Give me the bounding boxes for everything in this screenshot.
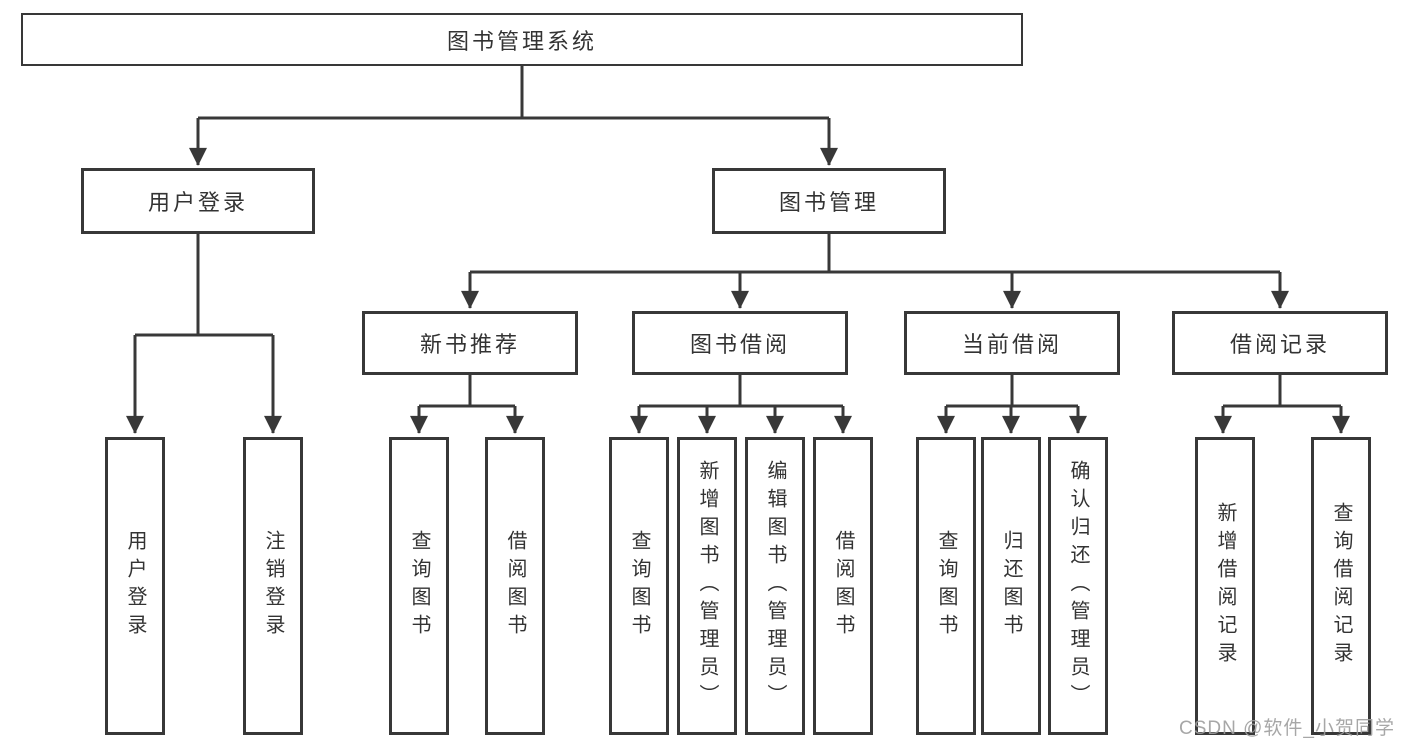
node-label: 图书借阅 xyxy=(689,332,790,357)
node-new-book-recommend: 新书推荐 xyxy=(362,311,578,375)
node-book-borrow: 图书借阅 xyxy=(632,311,848,375)
leaf-label: 新增借阅记录 xyxy=(1214,502,1236,670)
leaf-logout: 注销登录 xyxy=(243,437,303,735)
leaf-label: 借阅图书 xyxy=(832,530,854,642)
leaf-label: 注销登录 xyxy=(262,530,284,642)
node-label: 图书管理 xyxy=(778,190,879,215)
node-label: 图书管理系统 xyxy=(446,28,597,54)
leaf-current-confirm-return-admin: 确认归还（管理员） xyxy=(1048,437,1108,735)
leaf-records-query-record: 查询借阅记录 xyxy=(1311,437,1371,735)
node-label: 借阅记录 xyxy=(1229,332,1330,357)
leaf-label: 新增图书（管理员） xyxy=(696,460,718,712)
node-borrow-records: 借阅记录 xyxy=(1172,311,1388,375)
leaf-label: 确认归还（管理员） xyxy=(1067,460,1089,712)
leaf-user-login: 用户登录 xyxy=(105,437,165,735)
leaf-label: 查询图书 xyxy=(408,530,430,642)
node-current-borrow: 当前借阅 xyxy=(904,311,1120,375)
leaf-label: 编辑图书（管理员） xyxy=(764,460,786,712)
leaf-borrow-borrow-books: 借阅图书 xyxy=(813,437,873,735)
node-book-management: 图书管理 xyxy=(712,168,946,234)
csdn-watermark: CSDN @软件_小贺同学 xyxy=(1179,718,1395,739)
leaf-borrow-edit-book-admin: 编辑图书（管理员） xyxy=(745,437,805,735)
leaf-label: 归还图书 xyxy=(1000,530,1022,642)
leaf-borrow-add-book-admin: 新增图书（管理员） xyxy=(677,437,737,735)
leaf-label: 查询图书 xyxy=(935,530,957,642)
leaf-newbook-borrow-books: 借阅图书 xyxy=(485,437,545,735)
node-label: 当前借阅 xyxy=(961,332,1062,357)
node-label: 新书推荐 xyxy=(419,332,520,357)
leaf-current-return-books: 归还图书 xyxy=(981,437,1041,735)
leaf-records-add-record: 新增借阅记录 xyxy=(1195,437,1255,735)
leaf-label: 用户登录 xyxy=(124,530,146,642)
node-user-login: 用户登录 xyxy=(81,168,315,234)
node-library-system: 图书管理系统 xyxy=(21,13,1023,66)
leaf-label: 查询图书 xyxy=(628,530,650,642)
node-label: 用户登录 xyxy=(147,190,248,215)
leaf-borrow-query-books: 查询图书 xyxy=(609,437,669,735)
leaf-current-query-books: 查询图书 xyxy=(916,437,976,735)
leaf-newbook-query-books: 查询图书 xyxy=(389,437,449,735)
leaf-label: 借阅图书 xyxy=(504,530,526,642)
leaf-label: 查询借阅记录 xyxy=(1330,502,1352,670)
